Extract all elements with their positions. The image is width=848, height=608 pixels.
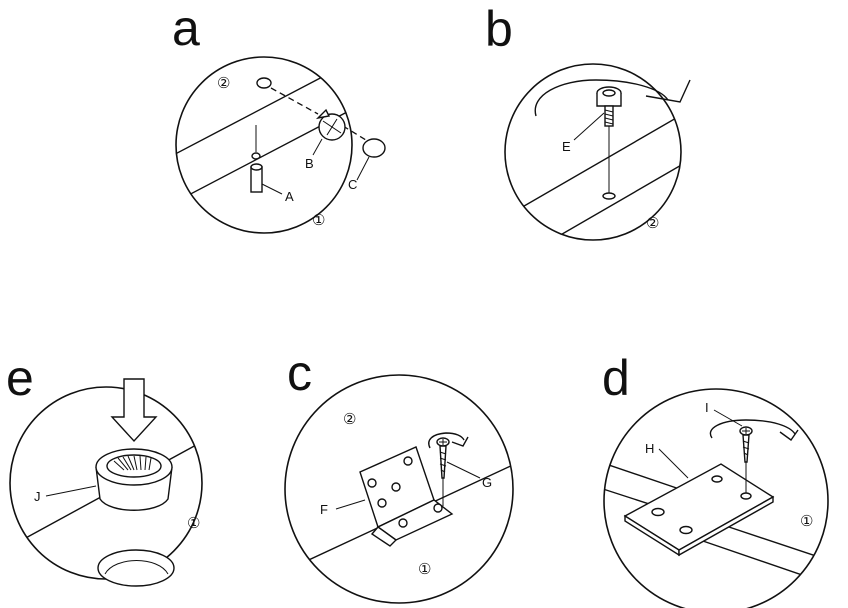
leader-E (573, 112, 605, 141)
rotation-arrowhead (779, 429, 799, 441)
label-H: H (645, 441, 654, 456)
number-marker: ① (418, 561, 431, 578)
leader-G (446, 461, 481, 479)
screw-G (436, 437, 450, 479)
corner-bracket-F (359, 446, 454, 547)
rotation-arrow (534, 79, 669, 117)
label-G: G (482, 475, 492, 490)
panel-a: a A B C ② ① (172, 0, 386, 234)
number-marker: ① (800, 513, 813, 530)
bolt-E (596, 86, 622, 127)
down-arrow-icon (110, 378, 158, 443)
screw-I (739, 426, 753, 463)
label-C: C (348, 177, 357, 192)
leader-F (335, 499, 366, 510)
panel-d: d I H ① (602, 350, 829, 608)
label-E: E (562, 139, 571, 154)
board-edge-lower (505, 159, 681, 240)
rotation-arrowhead (645, 79, 691, 103)
leader-H (658, 448, 689, 479)
panel-b-circle (504, 63, 682, 241)
cap-C (362, 138, 386, 158)
label-J: J (34, 489, 41, 504)
rotation-arrow (709, 419, 796, 439)
panel-c: c G F ② ① (284, 345, 514, 604)
panel-e-letter: e (6, 350, 34, 406)
panel-c-letter: c (287, 345, 312, 401)
cam-hole (256, 77, 272, 89)
leader-B (312, 138, 323, 156)
guide-dashed-line-2 (342, 125, 367, 141)
number-marker: ② (217, 75, 230, 92)
leader-I (713, 409, 743, 427)
board-edge-upper (505, 109, 681, 221)
desk-hole (97, 549, 175, 587)
label-F: F (320, 502, 328, 517)
cam-lock-B (315, 108, 346, 141)
leader-A (261, 183, 283, 195)
number-marker: ① (312, 212, 325, 229)
mending-plate-H (623, 463, 775, 557)
panel-d-letter: d (602, 350, 630, 406)
panel-e: e J ① (6, 350, 203, 587)
panel-b-letter: b (485, 1, 513, 57)
label-B: B (305, 156, 314, 171)
dowel-tip (251, 152, 261, 160)
panel-a-circle (175, 56, 353, 234)
guide-dashed-line (270, 87, 319, 115)
rotation-arrowhead (451, 436, 469, 447)
leader-J (45, 485, 97, 497)
cable-grommet-J (95, 448, 173, 511)
number-marker: ① (187, 515, 200, 532)
rotation-arrow (428, 432, 465, 449)
leader-C (356, 156, 370, 181)
number-marker: ② (646, 215, 659, 232)
bolt-hole (602, 192, 616, 200)
panel-a-letter: a (172, 0, 200, 56)
dowel-A (250, 166, 263, 193)
label-I: I (705, 400, 709, 415)
panel-b: b E ② (485, 1, 691, 241)
label-A: A (285, 189, 294, 204)
number-marker: ② (343, 411, 356, 428)
